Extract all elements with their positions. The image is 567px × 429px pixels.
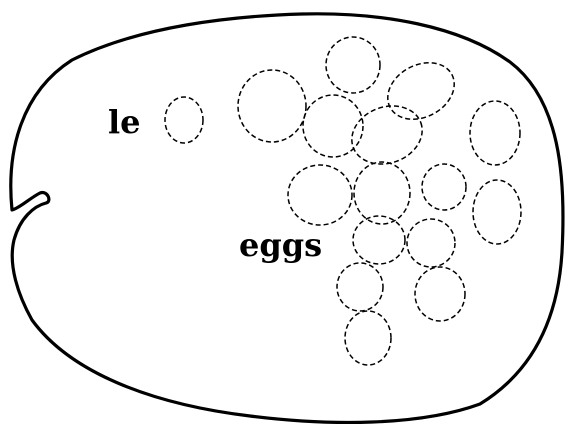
egg bbox=[237, 69, 307, 143]
egg bbox=[344, 310, 392, 366]
eggs-group bbox=[237, 36, 522, 366]
egg bbox=[421, 163, 467, 211]
egg bbox=[469, 100, 521, 166]
egg bbox=[352, 215, 406, 265]
egg bbox=[414, 266, 466, 322]
egg bbox=[387, 62, 455, 120]
egg bbox=[472, 179, 522, 245]
egg bbox=[336, 262, 384, 312]
egg bbox=[287, 164, 353, 226]
le-structure bbox=[164, 96, 204, 144]
eggs-label: eggs bbox=[239, 226, 322, 264]
egg bbox=[325, 36, 381, 94]
egg bbox=[302, 94, 364, 158]
egg bbox=[353, 161, 411, 225]
egg bbox=[351, 105, 423, 165]
le-label: le bbox=[108, 103, 141, 141]
body-outline bbox=[9, 12, 565, 424]
egg bbox=[406, 218, 456, 268]
